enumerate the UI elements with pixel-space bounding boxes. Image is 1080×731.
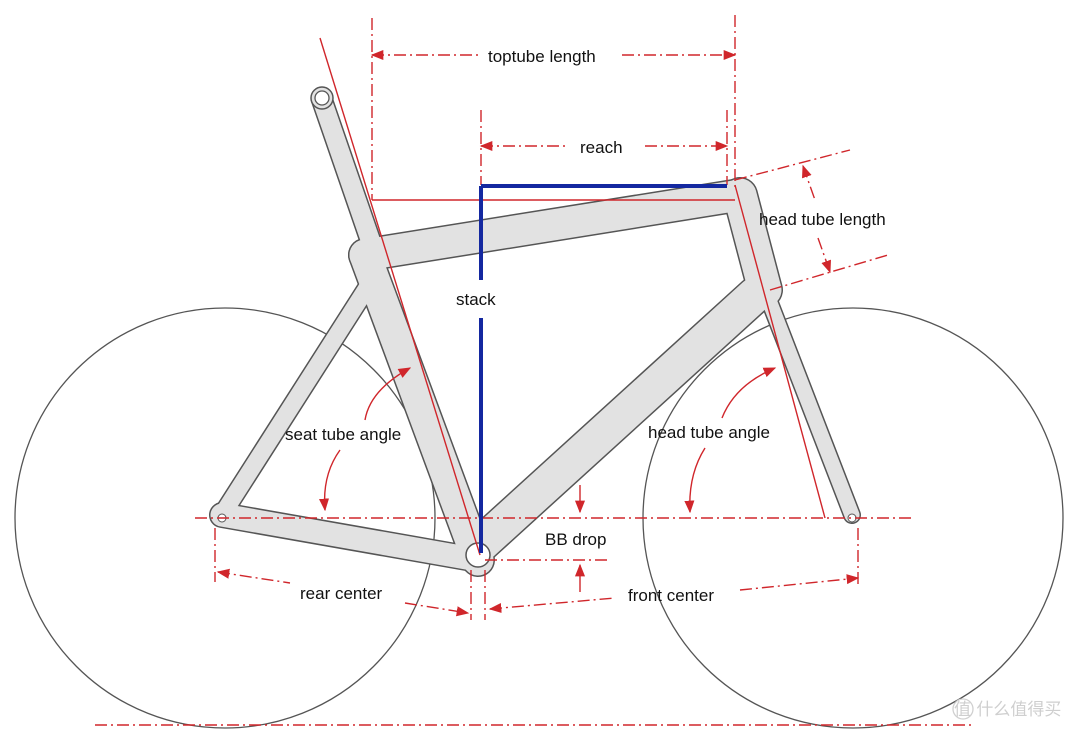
label-front-center: front center xyxy=(628,586,714,605)
label-head-tube-angle: head tube angle xyxy=(648,423,770,442)
label-rear-center: rear center xyxy=(300,584,383,603)
frame xyxy=(209,86,861,577)
label-toptube-length: toptube length xyxy=(488,47,596,66)
label-stack: stack xyxy=(456,290,496,309)
label-head-tube-length: head tube length xyxy=(759,210,886,229)
stack-reach-lines xyxy=(479,184,727,553)
label-bb-drop: BB drop xyxy=(545,530,606,549)
label-seat-tube-angle: seat tube angle xyxy=(285,425,401,444)
bottom-bracket xyxy=(465,542,491,568)
rear-wheel xyxy=(14,307,436,729)
watermark-text: 值 什么值得买 xyxy=(954,700,1061,720)
label-reach: reach xyxy=(580,138,623,157)
watermark: 值 什么值得买 xyxy=(952,698,1061,720)
dimension-lines xyxy=(95,15,975,726)
